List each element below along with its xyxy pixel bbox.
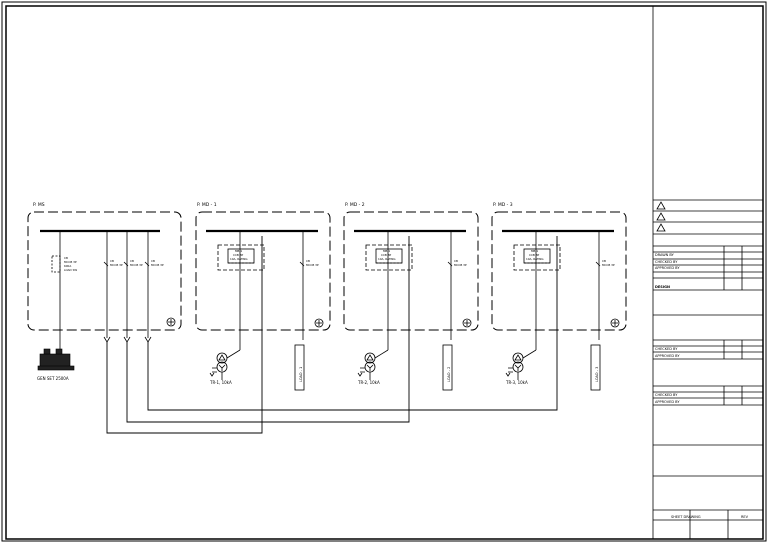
generator-breaker-box (51, 255, 61, 273)
checked-by-label-2: CHECKED BY (655, 347, 678, 351)
ms-panel (51, 231, 176, 350)
ms-breaker-3-label-2: MCCB 3P (151, 263, 164, 267)
approved-by-label-2: APPROVED BY (655, 354, 680, 358)
ms-breaker-3-label-1: CB (151, 259, 155, 263)
md-2-feeder-breaker-label-1: CB (454, 259, 458, 263)
load-2-label: LOAD - 2 (447, 367, 451, 382)
md-2-feeder-breaker-label-2: MCCB 3P (454, 263, 467, 267)
md-panel-2: MB-1 CCB 3P 10A, RATING CB MCCB 3P TR-2,… (357, 231, 472, 391)
ms-breaker-1-label-2: MCCB 3P (110, 263, 123, 267)
revision-triangle-icon (656, 223, 666, 232)
load-box (294, 344, 305, 391)
sheet-number-label: REV (741, 515, 749, 519)
md-3-feeder-breaker-label-2: MCCB 3P (602, 263, 615, 267)
revision-triangle-icon (656, 212, 666, 221)
load-box (442, 344, 453, 391)
drawn-by-label: DRAWN BY (655, 253, 675, 257)
inner-border (5, 5, 764, 540)
panel-frame-md-1 (195, 211, 331, 331)
md-1-main-breaker-label-1: MB-1 (235, 249, 242, 253)
ms-breaker-2-label-2: MCCB 3P (130, 263, 143, 267)
ground-symbol-icon (166, 317, 176, 327)
ms-breaker-1-label-1: CB (110, 259, 114, 263)
md-3-main-breaker-label-2: CCB 3P (529, 253, 539, 257)
load-3-label: LOAD - 3 (595, 367, 599, 382)
md-panel-1: MB-1 CCB 3P 10A, RATING CB MCCB 3P TR-1,… (209, 231, 324, 391)
breaker-contact-icon (595, 261, 601, 267)
feeder-ms-to-md-2 (126, 236, 410, 423)
feeder-ms-to-md-3 (147, 236, 558, 411)
panel-label-md-2: P. MD - 2 (345, 202, 365, 208)
md-main-breaker-box (217, 244, 265, 271)
generator-label: GEN SET 2500A (37, 376, 69, 381)
panel-frames (27, 211, 627, 331)
md-2-main-breaker-label-2: CCB 3P (381, 253, 391, 257)
ms-breaker-0-label-2: MCCB 3P (64, 260, 77, 264)
ms-breaker-0-label-3: 600A (64, 264, 71, 268)
panel-label-ms: P. MS (33, 202, 45, 208)
md-1-feeder-breaker-label-1: CB (306, 259, 310, 263)
md-2-main-breaker-label-1: MB-1 (383, 249, 390, 253)
panel-label-md-1: P. MD - 1 (197, 202, 217, 208)
panel-frame-md-2 (343, 211, 479, 331)
feeder-interconnects (106, 236, 558, 434)
sheet-title-label: SHEET DRAWING (671, 515, 701, 519)
approved-by-label-3: APPROVED BY (655, 400, 680, 404)
panel-label-md-3: P. MD - 3 (493, 202, 513, 208)
generator-set (37, 348, 75, 371)
breaker-contact-icon (103, 261, 150, 267)
ms-breaker-0-label-1: CB (64, 256, 68, 260)
transformer-2-label: TR-2, 10kA (357, 380, 380, 385)
md-3-main-breaker-label-1: MB-1 (531, 249, 538, 253)
design-label: DESIGN (655, 285, 670, 289)
load-1-label: LOAD - 1 (299, 367, 303, 382)
ground-symbol-icon (462, 318, 472, 328)
md-3-main-breaker-label-3: 10A, RATING (526, 257, 544, 261)
md-main-breaker-icon (227, 248, 255, 264)
ms-breaker-2-label-1: CB (130, 259, 134, 263)
md-main-breaker-icon (523, 248, 551, 264)
title-block (652, 6, 763, 539)
breaker-contact-icon (447, 261, 453, 267)
md-main-breaker-box (513, 244, 561, 271)
md-panel-3: MB-1 CCB 3P 10A, RATING CB MCCB 3P TR-3,… (505, 231, 620, 391)
transformer-3-label: TR-3, 10kA (505, 380, 528, 385)
md-1-main-breaker-label-2: CCB 3P (233, 253, 243, 257)
md-1-feeder-breaker-label-2: MCCB 3P (306, 263, 319, 267)
ground-symbol-icon (314, 318, 324, 328)
breaker-contact-icon (299, 261, 305, 267)
feeder-ms-to-md-1 (106, 236, 263, 434)
transformer-1-label: TR-1, 10kA (209, 380, 232, 385)
md-main-breaker-icon (375, 248, 403, 264)
ground-symbol-icon (610, 318, 620, 328)
md-3-feeder-breaker-label-1: CB (602, 259, 606, 263)
revision-triangles (656, 201, 666, 232)
md-2-main-breaker-label-3: 10A, RATING (378, 257, 396, 261)
revision-triangle-icon (656, 201, 666, 210)
panel-frame-ms (27, 211, 182, 331)
checked-by-label-3: CHECKED BY (655, 393, 678, 397)
checked-by-label: CHECKED BY (655, 260, 678, 264)
md-1-main-breaker-label-3: 10A, RATING (230, 257, 248, 261)
approved-by-label: APPROVED BY (655, 266, 680, 270)
ms-breaker-0-label-4: LOAD SW (64, 268, 77, 272)
panel-frame-md-3 (491, 211, 627, 331)
load-box (590, 344, 601, 391)
md-main-breaker-box (365, 244, 413, 271)
